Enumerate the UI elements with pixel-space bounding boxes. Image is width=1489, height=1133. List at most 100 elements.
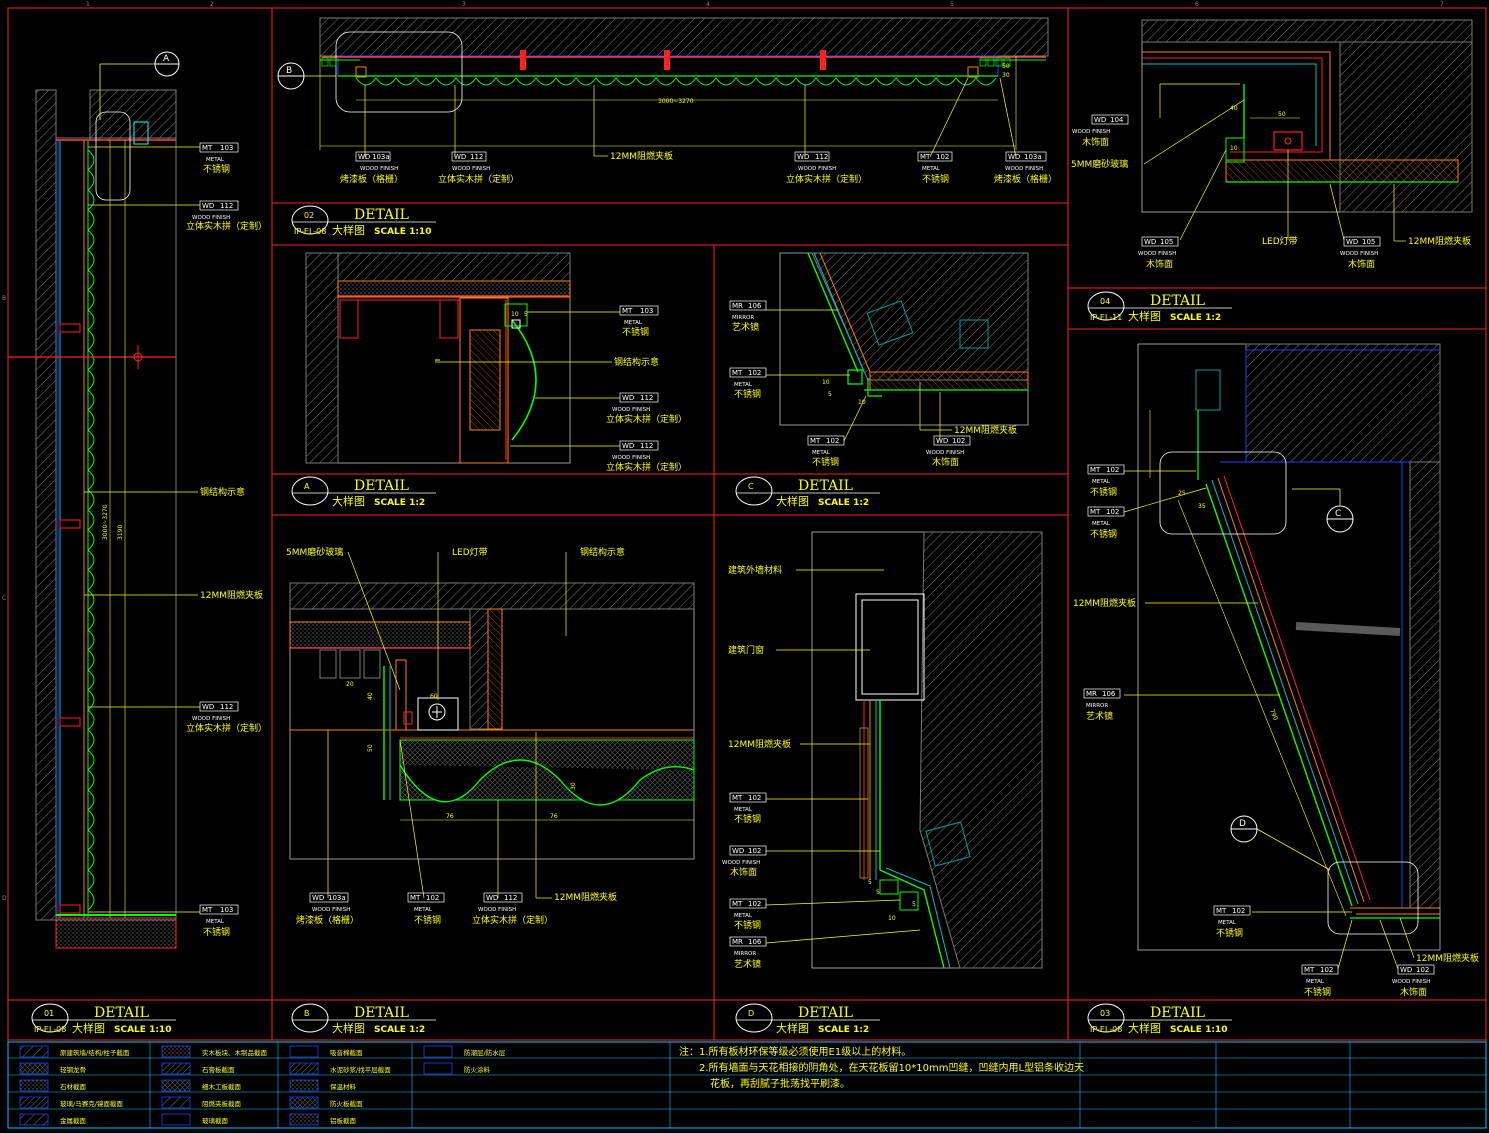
svg-text:WOOD FINISH: WOOD FINISH	[452, 166, 490, 172]
title-bubble	[291, 476, 329, 506]
svg-text:102: 102	[826, 437, 839, 445]
legend-label: 石材截面	[60, 1082, 87, 1091]
svg-text:112: 112	[640, 394, 653, 402]
legend-label: 防火板截面	[330, 1099, 363, 1108]
svg-text:MIRROR: MIRROR	[732, 315, 754, 321]
svg-text:WD: WD	[1400, 966, 1412, 974]
svg-text:不锈钢: 不锈钢	[414, 914, 441, 926]
title-subtitle: 大样图	[332, 1021, 365, 1035]
title-subtitle: 大样图	[332, 494, 365, 508]
svg-text:C: C	[2, 595, 6, 602]
svg-text:12MM阻燃夹板: 12MM阻燃夹板	[1073, 597, 1136, 609]
svg-text:WD: WD	[486, 894, 498, 902]
title-bubble	[291, 1003, 329, 1033]
svg-text:WOOD FINISH: WOOD FINISH	[192, 716, 230, 722]
svg-text:7: 7	[1440, 1, 1444, 8]
title-subtitle: 大样图	[332, 223, 365, 237]
svg-text:LED灯带: LED灯带	[1262, 236, 1298, 247]
callout-panel12-02: 12MM阻燃夹板	[593, 85, 673, 162]
svg-text:35: 35	[1198, 503, 1206, 510]
svg-text:METAL: METAL	[734, 807, 753, 813]
svg-text:不锈钢: 不锈钢	[1304, 986, 1331, 998]
legend-swatch	[289, 1113, 319, 1126]
title-number: B	[304, 1009, 310, 1018]
section-marker-b: B	[277, 62, 336, 90]
svg-text:艺术镜: 艺术镜	[732, 321, 759, 333]
svg-text:立体实木拼（定制）: 立体实木拼（定制）	[186, 220, 267, 232]
svg-text:WD: WD	[622, 442, 634, 450]
callout-frosted-04: 5MM磨砂玻璃	[1071, 99, 1245, 170]
svg-text:不锈钢: 不锈钢	[1090, 528, 1117, 540]
svg-text:WOOD FINISH: WOOD FINISH	[612, 455, 650, 461]
legend-label: 实木板块、木制品截面	[202, 1048, 268, 1057]
callout-panel12-b: 12MM阻燃夹板	[535, 732, 617, 903]
svg-text:103a: 103a	[328, 894, 346, 902]
svg-text:木饰面: 木饰面	[1348, 258, 1375, 270]
legend-label: 轻钢龙骨	[60, 1065, 86, 1074]
svg-text:MT: MT	[1304, 966, 1315, 974]
svg-text:METAL: METAL	[1306, 979, 1325, 985]
title-detail: DETAIL	[798, 478, 853, 494]
legend-swatch	[423, 1045, 453, 1058]
svg-text:50: 50	[1002, 63, 1010, 70]
title-scale: SCALE 1:2	[818, 1025, 869, 1035]
callout-led-04: LED灯带	[1262, 150, 1298, 247]
svg-text:B: B	[286, 66, 292, 76]
legend-label: 细木工板截面	[202, 1082, 242, 1091]
svg-text:WOOD FINISH: WOOD FINISH	[798, 166, 836, 172]
detail-01-section: 3000~3270 3190 A	[8, 51, 180, 949]
svg-text:112: 112	[220, 202, 233, 210]
title-scale: SCALE 1:2	[374, 1025, 425, 1035]
svg-text:30: 30	[570, 782, 577, 790]
svg-text:METAL: METAL	[1092, 521, 1111, 527]
svg-text:METAL: METAL	[734, 382, 753, 388]
svg-text:不锈钢: 不锈钢	[922, 173, 949, 185]
legend-label: 金属截面	[60, 1116, 87, 1125]
svg-text:MIRROR: MIRROR	[734, 951, 756, 957]
title-detail: DETAIL	[798, 1005, 853, 1021]
legend-label: 防潮层/防水层	[464, 1048, 506, 1057]
svg-text:10: 10	[511, 311, 519, 318]
title-bubble	[735, 476, 773, 506]
svg-text:102: 102	[952, 437, 965, 445]
title-detail: DETAIL	[1150, 293, 1205, 309]
title-subtitle: 大样图	[776, 1021, 809, 1035]
svg-text:METAL: METAL	[734, 913, 753, 919]
section-marker-c: C	[1292, 488, 1354, 533]
svg-text:25: 25	[1178, 490, 1186, 497]
legend-label: 水泥砂浆/找平层截面	[330, 1065, 391, 1074]
title-detail: DETAIL	[1150, 1005, 1205, 1021]
svg-text:木饰面: 木饰面	[1082, 136, 1109, 148]
title-scale: SCALE 1:2	[1170, 313, 1221, 323]
title-subtitle: 大样图	[72, 1021, 105, 1035]
svg-text:艺术镜: 艺术镜	[1086, 710, 1113, 722]
svg-text:12MM阻燃夹板: 12MM阻燃夹板	[1408, 235, 1471, 247]
legend-label: 原建筑墙/结构/柱子截面	[60, 1048, 130, 1057]
svg-text:102: 102	[1320, 966, 1333, 974]
legend-table: 原建筑墙/结构/柱子截面轻钢龙骨石材截面玻璃/马赛克/镜面截面金属截面实木板块、…	[7, 1041, 1487, 1129]
title-scale: SCALE 1:2	[374, 498, 425, 508]
svg-text:102: 102	[748, 900, 761, 908]
svg-text:D: D	[1239, 819, 1246, 829]
svg-text:MT: MT	[202, 906, 213, 914]
svg-text:立体实木拼（定制）: 立体实木拼（定制）	[606, 461, 687, 473]
title-scale: SCALE 1:2	[818, 498, 869, 508]
svg-text:106: 106	[748, 302, 762, 310]
svg-text:WD: WD	[454, 153, 466, 161]
callout-panel12-01: 12MM阻燃夹板	[84, 589, 263, 601]
svg-text:12MM阻燃夹板: 12MM阻燃夹板	[610, 150, 673, 162]
callout-mt102-03d: MT 102 METAL 不锈钢	[1301, 919, 1353, 998]
